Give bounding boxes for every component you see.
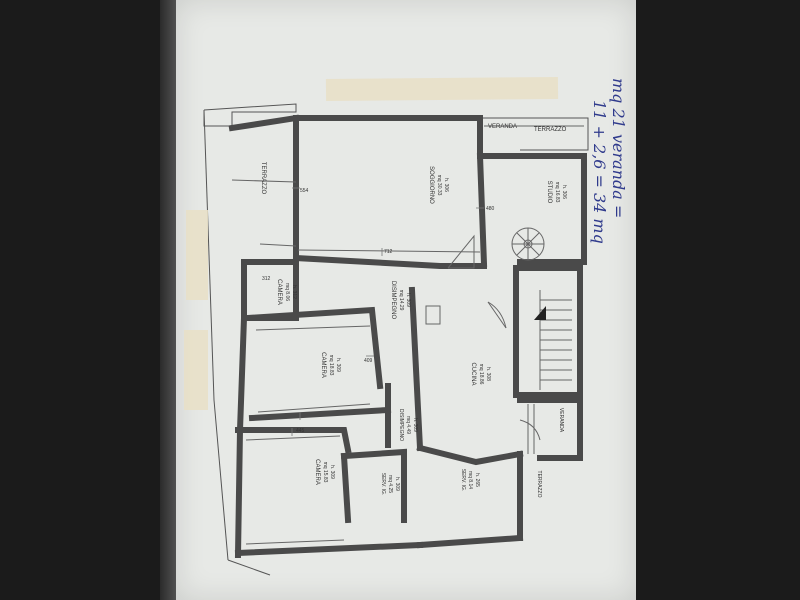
note-line-2: 11 + 2,6 = 34 mq	[590, 100, 609, 244]
room-camera-middle: CAMERA mq 18.83 h. 309	[320, 352, 341, 378]
room-name: CAMERA	[320, 352, 326, 378]
walls	[228, 114, 587, 559]
outer-boundary	[203, 103, 589, 576]
label-terrazzo-top: TERRAZZO	[534, 127, 567, 133]
dimension-ticks	[291, 187, 484, 436]
room-height: h. 308	[485, 367, 491, 381]
room-height: h. 306	[443, 178, 449, 192]
room-height: h. 312	[291, 285, 297, 299]
room-height: h. 309	[329, 465, 335, 479]
room-area: mq 18.83	[328, 355, 334, 376]
room-area: mq 18.86	[478, 364, 484, 385]
label-terrazzo-left: TERRAZZO	[260, 162, 266, 195]
dim-studio-side: 480	[486, 206, 495, 212]
room-bathroom-small: SERV. IG. mq 4.25 h. 309	[380, 473, 400, 496]
room-height: h. 306	[561, 185, 567, 199]
tape-strip-left-upper	[186, 210, 208, 300]
room-height: h. 309	[394, 477, 400, 491]
tape-strip-top	[325, 76, 559, 102]
dim-camera2-width: 409	[364, 358, 373, 364]
room-area: mq 16.83	[554, 182, 560, 203]
tape-strip-left-lower	[184, 330, 208, 410]
room-area: mq 15.83	[322, 462, 328, 483]
room-height: h. 309	[335, 358, 341, 372]
room-labels: SOGGIORNO mq 30.33 h. 306 STUDIO mq 16.8…	[260, 124, 567, 498]
dimension-labels: 712 554 480 409 445 312	[262, 188, 495, 434]
room-disimpegno-main: DISIMPEGNO mq 14.29 h. 309	[390, 281, 411, 320]
room-area: mq 14.29	[398, 290, 404, 311]
dim-soggiorno-side: 554	[300, 188, 309, 194]
room-area: mq 4.25	[387, 475, 393, 493]
room-area: mq 8.06	[284, 283, 290, 301]
dim-camera3-width: 445	[296, 428, 305, 434]
room-name: SERV. IG.	[380, 473, 386, 496]
room-name: SERV. IG.	[460, 469, 466, 492]
room-area: mq 4.49	[405, 416, 411, 434]
label-terrazzo-bottom: TERRAZZO	[536, 471, 542, 498]
room-height: h. 309	[412, 418, 418, 432]
room-camera-bottom: CAMERA mq 15.83 h. 309	[314, 459, 335, 485]
stair-arrow-icon	[534, 306, 546, 320]
dim-soggiorno-width: 712	[384, 249, 393, 255]
room-area: mq 30.33	[436, 175, 442, 196]
room-area: mq 8.14	[467, 471, 473, 489]
room-height: h. 265	[474, 473, 480, 487]
label-veranda-right: VERANDA	[558, 408, 564, 433]
room-name: CAMERA	[276, 279, 282, 305]
room-name: CAMERA	[314, 459, 320, 485]
note-line-1: mq 21 veranda =	[609, 78, 628, 218]
room-soggiorno: SOGGIORNO mq 30.33 h. 306	[428, 166, 449, 204]
room-cucina: CUCINA mq 18.86 h. 308	[470, 362, 491, 385]
room-height: h. 309	[405, 293, 411, 307]
internal-lines	[231, 125, 584, 545]
room-name: DISIMPEGNO	[398, 409, 404, 441]
room-camera-small: CAMERA mq 8.06 h. 312	[276, 279, 297, 305]
room-name: SOGGIORNO	[428, 166, 434, 204]
room-name: STUDIO	[546, 181, 552, 204]
room-disimpegno-small: DISIMPEGNO mq 4.49 h. 309	[398, 409, 418, 441]
room-name: DISIMPEGNO	[390, 281, 396, 320]
label-veranda-top: VERANDA	[488, 124, 517, 130]
handwritten-note: mq 21 veranda = 11 + 2,6 = 34 mq	[590, 78, 628, 244]
dim-disimpegno-side: 312	[262, 276, 271, 282]
room-studio: STUDIO mq 16.83 h. 306	[546, 181, 567, 204]
room-name: CUCINA	[470, 362, 476, 385]
room-bathroom-large: SERV. IG. mq 8.14 h. 265	[460, 469, 480, 492]
